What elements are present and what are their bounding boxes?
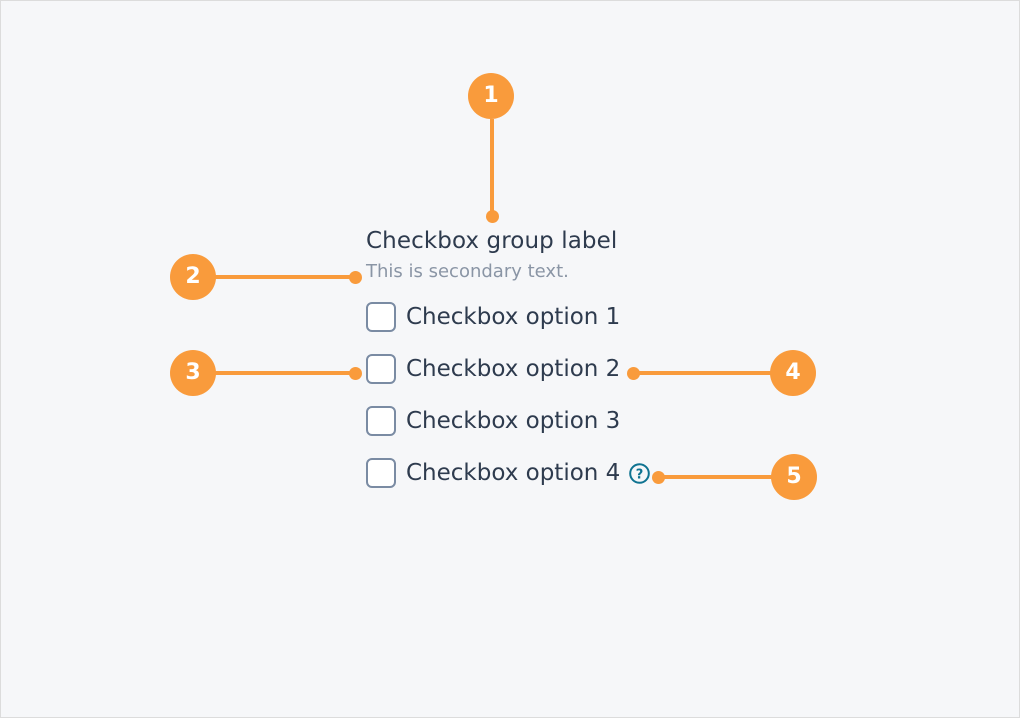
checkbox-control-3[interactable] xyxy=(366,406,396,436)
checkbox-option-row-1[interactable]: Checkbox option 1 xyxy=(366,291,696,343)
checkbox-option-label-4: Checkbox option 4 xyxy=(406,460,621,486)
checkbox-control-1[interactable] xyxy=(366,302,396,332)
checkbox-option-row-4[interactable]: Checkbox option 4 ? xyxy=(366,447,696,499)
callout-anchor-dot-3 xyxy=(349,367,362,380)
callout-leader-line-5 xyxy=(658,475,779,479)
callout-anchor-dot-4 xyxy=(627,367,640,380)
callout-leader-line-2 xyxy=(211,275,359,279)
callout-leader-line-4 xyxy=(633,371,778,375)
callout-badge-2[interactable]: 2 xyxy=(170,254,216,300)
callout-anchor-dot-5 xyxy=(652,471,665,484)
checkbox-group-label: Checkbox group label xyxy=(366,228,618,254)
callout-leader-line-1 xyxy=(490,119,494,217)
callout-badge-1[interactable]: 1 xyxy=(468,73,514,119)
checkbox-option-label-3: Checkbox option 3 xyxy=(406,408,621,434)
checkbox-option-row-3[interactable]: Checkbox option 3 xyxy=(366,395,696,447)
checkbox-control-2[interactable] xyxy=(366,354,396,384)
checkbox-group-secondary-text: This is secondary text. xyxy=(366,261,569,282)
help-circle-icon[interactable]: ? xyxy=(629,462,651,484)
callout-anchor-dot-2 xyxy=(349,271,362,284)
callout-badge-3[interactable]: 3 xyxy=(170,350,216,396)
checkbox-control-4[interactable] xyxy=(366,458,396,488)
callout-badge-5[interactable]: 5 xyxy=(771,454,817,500)
callout-leader-line-3 xyxy=(211,371,359,375)
checkbox-option-row-2[interactable]: Checkbox option 2 xyxy=(366,343,696,395)
checkbox-option-label-2: Checkbox option 2 xyxy=(406,356,621,382)
callout-anchor-dot-1 xyxy=(486,210,499,223)
checkbox-option-label-1: Checkbox option 1 xyxy=(406,304,621,330)
checkbox-option-list: Checkbox option 1 Checkbox option 2 Chec… xyxy=(366,291,696,499)
svg-text:?: ? xyxy=(636,467,644,482)
checkbox-group: Checkbox group label This is secondary t… xyxy=(366,225,696,499)
callout-badge-4[interactable]: 4 xyxy=(770,350,816,396)
